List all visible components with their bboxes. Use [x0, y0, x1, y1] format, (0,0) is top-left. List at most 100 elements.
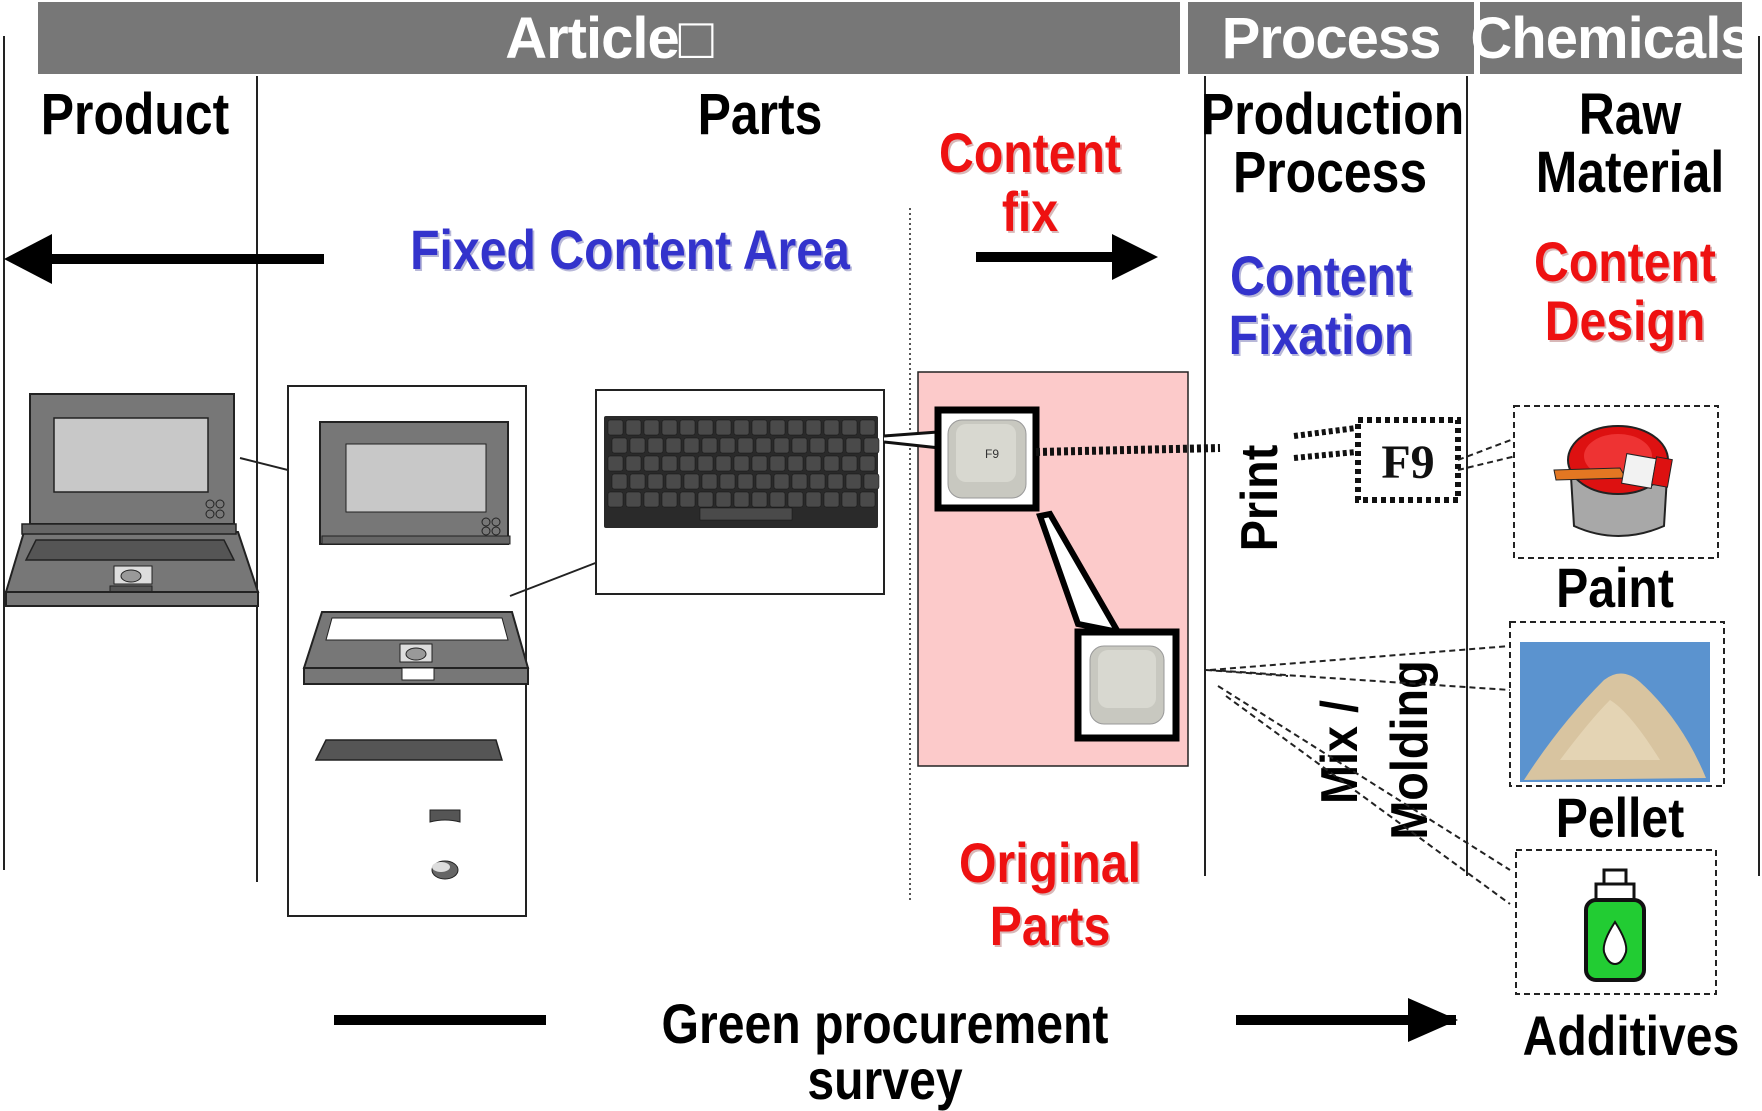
additive-bottle-icon — [1515, 849, 1717, 995]
f9-printed-box: F9 — [1355, 417, 1461, 503]
keyboard-key — [805, 419, 822, 436]
keyboard-key — [643, 491, 660, 508]
keyboard-key — [625, 419, 642, 436]
keyboard-key — [823, 419, 840, 436]
keyboard-key — [661, 491, 678, 508]
keyboard-key — [607, 491, 624, 508]
keyboard-key — [845, 473, 862, 490]
additives-label: Additives — [1522, 1004, 1740, 1067]
keyboard-key — [733, 455, 750, 472]
keyboard-key — [647, 437, 664, 454]
keyboard-key — [665, 473, 682, 490]
keyboard-key — [625, 491, 642, 508]
keyboard-key — [845, 437, 862, 454]
divider-product-parts — [256, 76, 258, 882]
keyboard-key — [755, 473, 772, 490]
keyboard-key — [665, 437, 682, 454]
keyboard-key — [841, 491, 858, 508]
keyboard-key — [859, 419, 876, 436]
keyboard-key — [679, 455, 696, 472]
printed-key: F9 — [934, 406, 1040, 512]
keyboard-key — [823, 491, 840, 508]
divider-right-edge — [1758, 36, 1760, 876]
keyboard-key — [719, 473, 736, 490]
material-connectors — [1209, 437, 1517, 905]
keyboard-key — [805, 455, 822, 472]
paint-can-icon — [1513, 405, 1719, 559]
keyboard-key — [863, 437, 880, 454]
keyboard-key — [683, 473, 700, 490]
keyboard-key — [827, 473, 844, 490]
keyboard-key — [643, 419, 660, 436]
keyboard-key — [787, 491, 804, 508]
key-callout — [883, 430, 942, 450]
keyboard-key — [827, 437, 844, 454]
keyboard-key — [751, 455, 768, 472]
fixed-content-arrow — [4, 234, 324, 284]
column-production-process: Production Process — [1201, 82, 1465, 205]
keyboard-key — [751, 491, 768, 508]
blank-key — [1074, 628, 1180, 742]
keyboard-key — [859, 491, 876, 508]
keyboard-key — [611, 473, 628, 490]
keyboard-key — [661, 455, 678, 472]
print-connector — [1035, 444, 1221, 456]
column-product: Product — [40, 82, 230, 147]
keyboard-key — [773, 437, 790, 454]
key-small-label: F9 — [985, 447, 999, 461]
keyboard-key — [769, 419, 786, 436]
keyboard-key — [787, 455, 804, 472]
keyboard-key — [863, 473, 880, 490]
keyboard-key — [607, 455, 624, 472]
paint-label: Paint — [1556, 556, 1674, 619]
original-parts-label: Original Parts — [959, 831, 1141, 957]
keyboard-key — [629, 473, 646, 490]
keyboard-panel — [595, 389, 885, 595]
survey-arrow — [334, 998, 1458, 1042]
keyboard-key — [859, 455, 876, 472]
keyboard-key — [841, 455, 858, 472]
laptop-icon — [4, 393, 260, 607]
content-fix-label: Content fix — [939, 121, 1121, 243]
keyboard-key — [697, 455, 714, 472]
keyboard-key — [755, 437, 772, 454]
header-article: Article□ — [38, 2, 1180, 74]
content-fix-arrow — [976, 234, 1158, 280]
keyboard-key — [611, 437, 628, 454]
keyboard-key — [697, 419, 714, 436]
fixed-content-area-label: Fixed Content Area — [410, 218, 850, 281]
exploded-parts-panel — [287, 385, 530, 917]
keyboard-key — [715, 491, 732, 508]
keyboard-key — [701, 437, 718, 454]
keyboard-key — [683, 437, 700, 454]
content-design-label: Content Design — [1534, 230, 1716, 353]
keyboard-key — [733, 491, 750, 508]
keyboard-key — [679, 419, 696, 436]
keyboard-key — [791, 437, 808, 454]
keyboard-key — [701, 473, 718, 490]
column-raw-material: Raw Material — [1535, 82, 1725, 205]
divider-parts-process — [1204, 76, 1206, 876]
keyboard-key — [679, 491, 696, 508]
keyboard-key — [715, 455, 732, 472]
divider-left-edge — [3, 36, 5, 870]
keyboard-key — [787, 419, 804, 436]
keyboard-key — [643, 455, 660, 472]
keyboard-key — [629, 437, 646, 454]
keyboard-key — [647, 473, 664, 490]
keyboard-key — [751, 419, 768, 436]
f9-label: F9 — [1381, 436, 1434, 489]
keyboard-key — [805, 491, 822, 508]
content-fixation-label: Content Fixation — [1228, 244, 1414, 367]
keyboard-key — [737, 437, 754, 454]
keyboard-key — [733, 419, 750, 436]
divider-process-chemicals — [1466, 76, 1468, 876]
keyboard-key — [719, 437, 736, 454]
header-chemicals: Chemicals — [1470, 2, 1753, 74]
keyboard-key — [809, 437, 826, 454]
column-parts: Parts — [697, 82, 823, 147]
keyboard-key — [661, 419, 678, 436]
keyboard-key — [773, 473, 790, 490]
pellet-label: Pellet — [1555, 786, 1685, 849]
keyboard-key — [737, 473, 754, 490]
